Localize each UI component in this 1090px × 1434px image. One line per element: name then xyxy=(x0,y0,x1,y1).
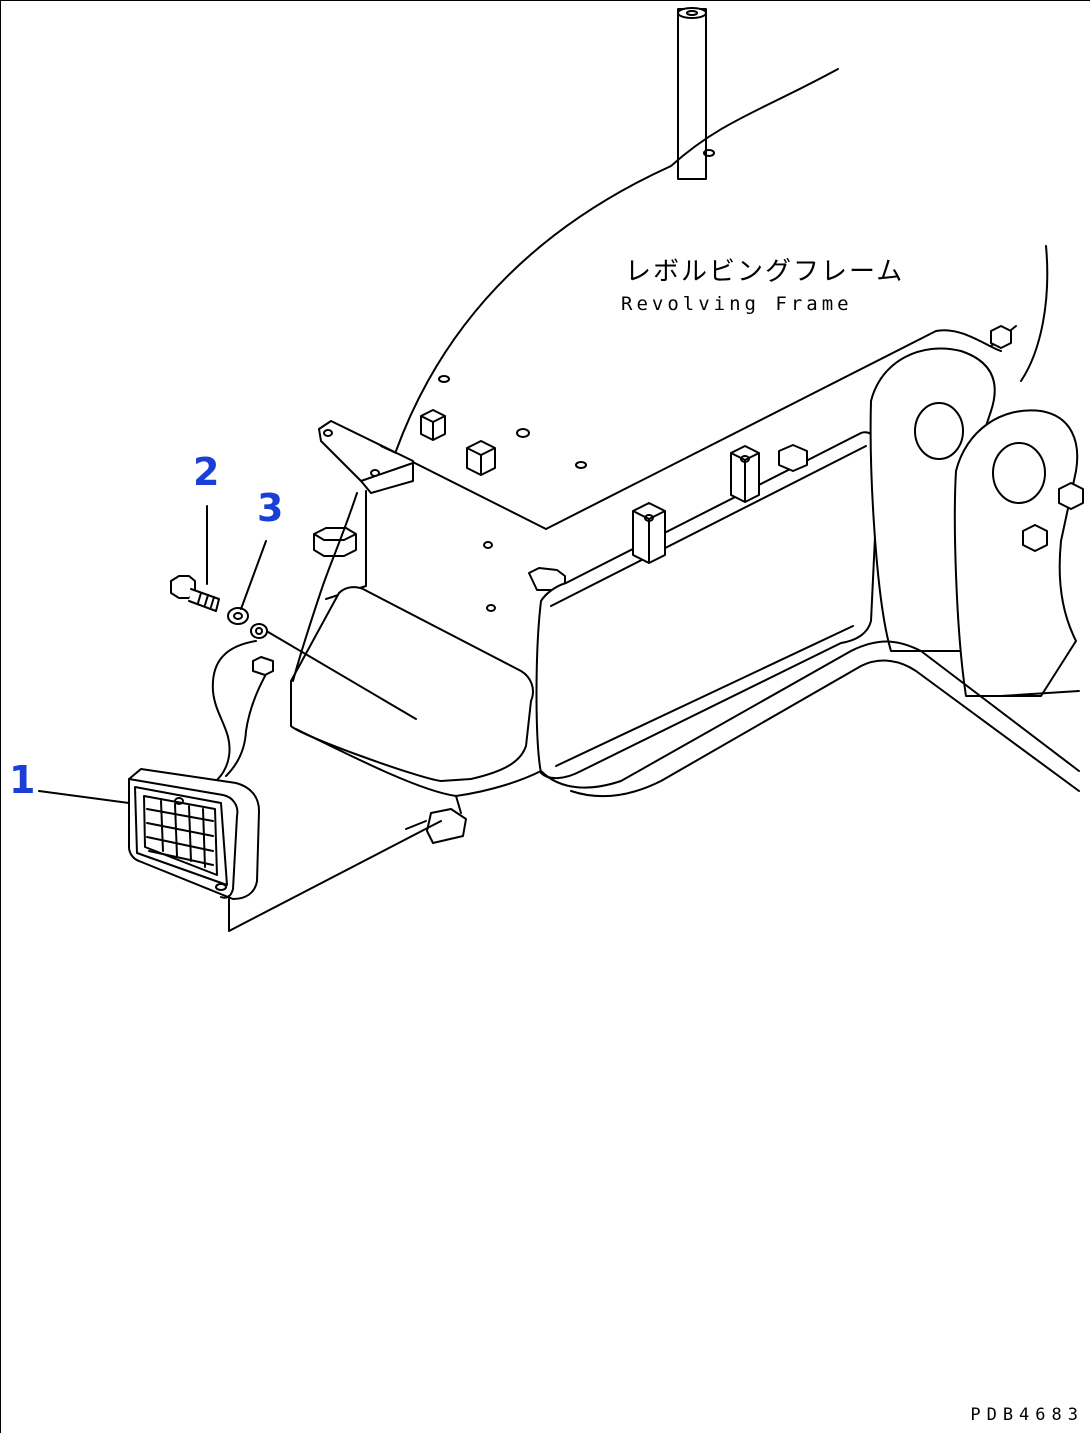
mount-ground-line xyxy=(228,820,442,932)
boom-pin-hole xyxy=(992,442,1046,504)
mount-bracket xyxy=(318,420,414,494)
boom-bracket-right xyxy=(953,409,1079,697)
beam-uprights xyxy=(632,444,808,564)
frame-top-right xyxy=(990,245,1049,382)
washer-part xyxy=(227,607,249,625)
washer-hole xyxy=(233,612,243,620)
leader-line-1 xyxy=(38,790,130,804)
wire-harness-lamp-2 xyxy=(225,668,270,777)
connector xyxy=(252,656,274,676)
wire-harness-lamp xyxy=(211,640,257,782)
wire-to-frame xyxy=(262,628,417,720)
frame-bottom-outline xyxy=(540,640,1080,798)
frame-tank-edge xyxy=(295,728,542,814)
washer-part xyxy=(250,623,268,639)
frame-tank xyxy=(290,586,534,782)
main-beam xyxy=(535,431,881,779)
callout-1: 1 xyxy=(9,758,36,802)
upright-hole xyxy=(644,514,654,522)
frame-hole xyxy=(703,149,715,157)
leader-line-3 xyxy=(240,540,267,610)
callout-3: 3 xyxy=(257,486,284,530)
frame-floor-line xyxy=(1000,690,1080,697)
bolt-part xyxy=(170,575,220,612)
upright-hole xyxy=(740,455,750,463)
washer-hole xyxy=(255,627,263,635)
frame-outline-arc xyxy=(395,68,839,452)
boss-right xyxy=(990,325,1084,552)
callout-2: 2 xyxy=(193,450,220,494)
main-beam-inner xyxy=(550,445,867,767)
work-lamp xyxy=(128,768,260,900)
frame-tank-foot xyxy=(405,808,467,844)
bracket-hole xyxy=(370,469,380,477)
pipe xyxy=(677,7,707,180)
frame-label-japanese: レボルビングフレーム xyxy=(625,257,905,287)
bracket-hole xyxy=(323,429,333,437)
boom-pin-hole xyxy=(914,402,964,460)
lamp-lens-grid xyxy=(146,800,214,868)
frame-label-english: Revolving Frame xyxy=(621,293,853,315)
drawing-code: PDB4683 xyxy=(970,1405,1084,1425)
